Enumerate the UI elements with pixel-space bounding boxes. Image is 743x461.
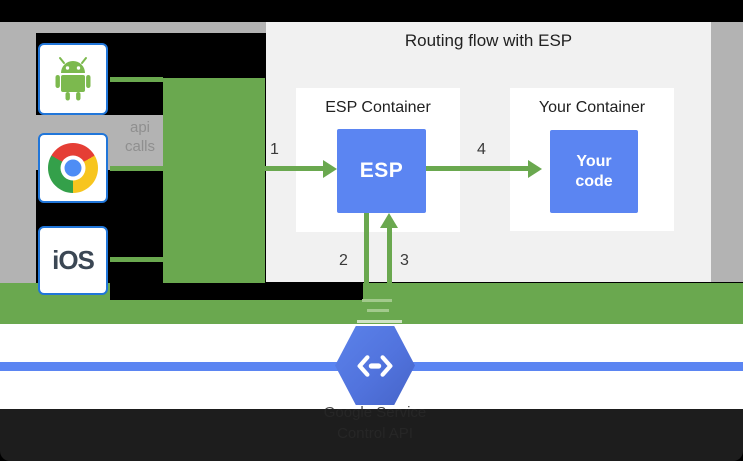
transparent-notch bbox=[110, 283, 363, 300]
band-dash-3 bbox=[357, 320, 402, 323]
band-dash-1 bbox=[362, 299, 392, 302]
arrow-1-head bbox=[323, 160, 337, 178]
your-code-box: Your code bbox=[550, 130, 638, 213]
android-icon bbox=[55, 57, 91, 101]
step-4-label: 4 bbox=[477, 141, 486, 158]
step-3-label: 3 bbox=[400, 252, 409, 269]
arrow-4-line bbox=[426, 166, 529, 171]
chrome-connector-line bbox=[110, 166, 163, 171]
band-dash-2 bbox=[367, 309, 389, 312]
ios-connector-line bbox=[110, 257, 163, 262]
ios-label: iOS bbox=[52, 245, 95, 275]
esp-container-title: ESP Container bbox=[325, 99, 431, 116]
esp-box-label: ESP bbox=[359, 159, 404, 182]
api-calls-label: api calls bbox=[124, 119, 155, 155]
arrow-1-line bbox=[265, 166, 325, 171]
ios-client-box: iOS bbox=[38, 226, 108, 295]
chrome-icon-hub bbox=[64, 159, 82, 177]
chrome-icon bbox=[48, 143, 98, 193]
code-brackets-icon bbox=[357, 354, 393, 377]
arrow-3-line bbox=[387, 228, 392, 320]
step-1-label: 1 bbox=[270, 141, 279, 158]
gray-backdrop-right-strip bbox=[711, 22, 743, 282]
gray-backdrop-top-strip bbox=[0, 22, 266, 33]
android-connector-line bbox=[110, 77, 163, 82]
esp-box: ESP bbox=[337, 129, 426, 213]
footer-dark-overlay bbox=[0, 409, 743, 461]
step-2-label: 2 bbox=[339, 252, 348, 269]
chrome-client-box bbox=[38, 133, 108, 203]
your-container-title: Your Container bbox=[538, 99, 646, 116]
arrow-4-head bbox=[528, 160, 542, 178]
arrow-3-head bbox=[380, 213, 398, 228]
panel-title: Routing flow with ESP bbox=[404, 31, 573, 50]
your-code-label: Your code bbox=[575, 152, 613, 190]
arrow-2-line bbox=[364, 213, 369, 320]
android-client-box bbox=[38, 43, 108, 115]
